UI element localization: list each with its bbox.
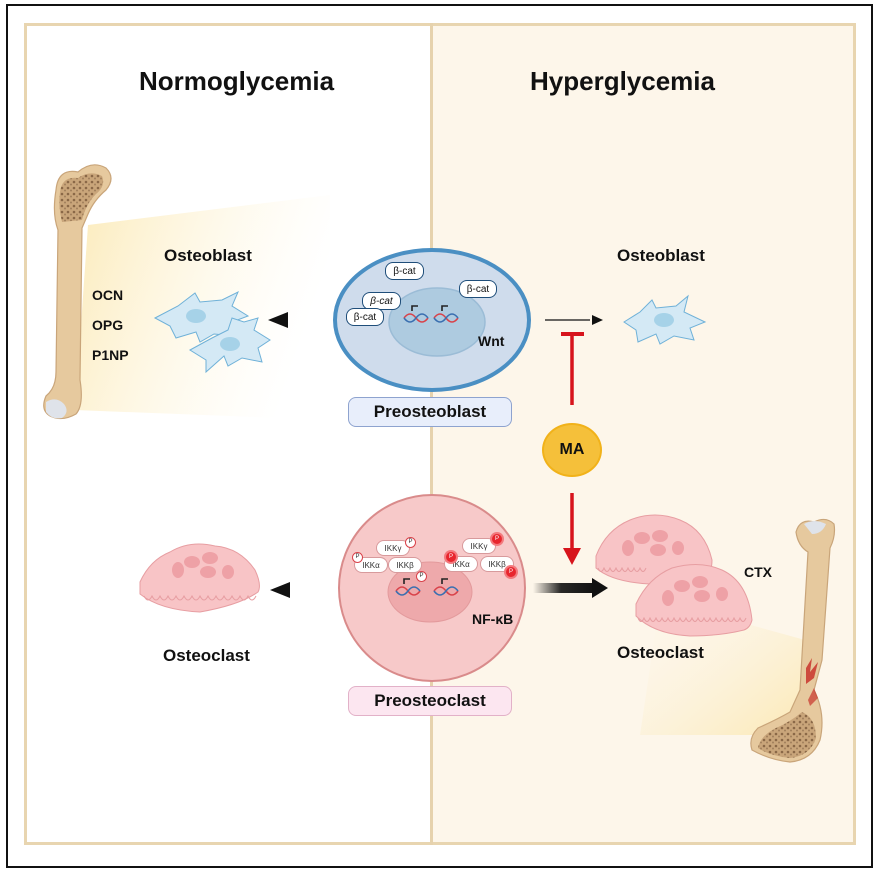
preosteoclast-cell — [338, 494, 526, 682]
beta-catenin-protein: β-cat — [459, 280, 497, 298]
osteoblast-label-left: Osteoblast — [164, 246, 252, 265]
phosphate-icon: P — [416, 571, 427, 582]
osteoblast-cell-icon-left-2 — [189, 317, 271, 374]
healthy-femur-icon — [43, 164, 112, 420]
arrowhead-left-ob — [268, 312, 288, 328]
marker-ctx: CTX — [744, 564, 772, 580]
ikk-beta-protein: IKKβ — [388, 557, 422, 573]
beta-catenin-protein: β-cat — [346, 308, 384, 326]
ikk-gamma-protein: IKKγ — [376, 540, 410, 556]
nucleus — [388, 287, 486, 357]
panel-border — [24, 23, 856, 845]
dna-icon — [403, 305, 459, 323]
osteoblast-cell-icon-left-1 — [153, 290, 250, 343]
nucleus — [387, 561, 473, 623]
inhibition-arrow — [561, 332, 584, 405]
activation-arrow — [563, 493, 581, 565]
marker-ocn: OCN — [92, 287, 124, 303]
osteoblast-label-right: Osteoblast — [617, 246, 705, 265]
panel-divider — [430, 23, 433, 845]
arrowhead-left-oc — [270, 582, 290, 598]
nf-kb-label: NF-κB — [472, 611, 514, 627]
phosphate-icon: P — [405, 537, 416, 548]
preosteoclast-label: Preosteoclast — [348, 686, 512, 716]
ikk-gamma-protein: IKKγ — [462, 538, 496, 554]
phosphate-icon: P — [352, 552, 363, 563]
normoglycemia-title: Normoglycemia — [139, 66, 335, 96]
wnt-label: Wnt — [478, 333, 505, 349]
beta-catenin-protein: β-cat — [385, 262, 424, 280]
marker-opg: OPG — [92, 317, 124, 333]
ikk-beta-protein: IKKβ — [480, 556, 514, 572]
active-phosphate-icon: P — [506, 567, 516, 577]
dna-icon — [395, 578, 459, 596]
osteoclast-cell-icon-left — [139, 543, 260, 613]
arrowhead-right-ob — [592, 315, 603, 325]
ma-compound-badge: MA — [542, 423, 602, 477]
fractured-femur-icon — [750, 518, 836, 763]
osteoclast-cell-icon-right-2 — [635, 564, 753, 637]
active-phosphate-icon: P — [446, 552, 456, 562]
marker-p1np: P1NP — [92, 347, 129, 363]
strong-differentiation-arrow-osteoclast-right — [533, 583, 595, 593]
osteoclast-label-right: Osteoclast — [617, 643, 704, 662]
arrowhead-right-oc — [592, 578, 608, 598]
osteoblast-cell-icon-right — [623, 294, 707, 345]
ikk-alpha-protein: IKKα — [354, 557, 388, 573]
active-phosphate-icon: P — [492, 534, 502, 544]
osteoclast-label-left: Osteoclast — [163, 646, 250, 665]
hyperglycemia-title: Hyperglycemia — [530, 66, 715, 96]
preosteoblast-label: Preosteoblast — [348, 397, 512, 427]
